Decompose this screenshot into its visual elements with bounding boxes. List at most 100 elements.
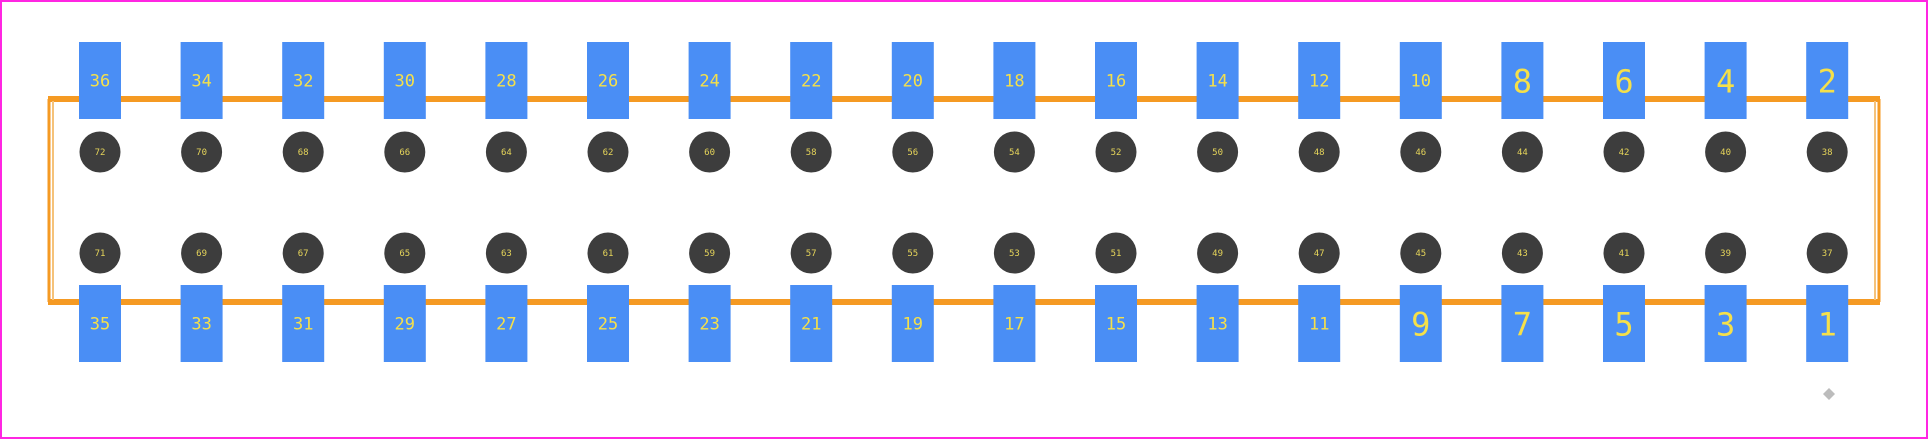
drill-hole [892, 232, 934, 274]
drill-hole [485, 131, 527, 173]
smd-pad-label: 8 [1513, 63, 1532, 101]
smd-pad-label: 13 [1207, 315, 1227, 335]
drill-hole [1603, 131, 1645, 173]
smd-pad [1095, 285, 1137, 362]
drill-hole-label: 39 [1720, 249, 1731, 259]
smd-pad [1704, 42, 1747, 119]
drill-hole-label: 57 [806, 249, 817, 259]
drill-hole-label: 68 [298, 148, 309, 158]
smd-pad [587, 42, 629, 119]
drill-hole-label: 58 [806, 148, 817, 158]
drill-hole-label: 44 [1517, 148, 1528, 158]
drill-hole [1400, 232, 1442, 274]
smd-pad-label: 24 [699, 72, 719, 92]
smd-pad [1603, 42, 1645, 119]
smd-pad [891, 42, 934, 119]
smd-pad-label: 27 [496, 315, 516, 335]
drill-hole [892, 131, 934, 173]
smd-pad [1399, 285, 1442, 362]
drill-hole-label: 41 [1619, 249, 1630, 259]
smd-pad-label: 34 [191, 72, 211, 92]
drill-hole-label: 67 [298, 249, 309, 259]
smd-pad-label: 19 [903, 315, 923, 335]
drill-hole [1298, 131, 1340, 173]
smd-pad-label: 12 [1309, 72, 1329, 92]
smd-pad [1501, 285, 1544, 362]
drill-hole-label: 71 [95, 249, 106, 259]
smd-pad-label: 32 [293, 72, 313, 92]
smd-pad [993, 285, 1036, 362]
drill-hole-label: 43 [1517, 249, 1528, 259]
smd-pad [1196, 285, 1239, 362]
smd-pad [1806, 285, 1849, 362]
smd-pad [282, 285, 325, 362]
drill-hole-label: 47 [1314, 249, 1325, 259]
smd-pad [891, 285, 934, 362]
smd-pad [1501, 42, 1544, 119]
drill-hole [790, 131, 832, 173]
drill-hole-label: 45 [1415, 249, 1426, 259]
smd-pad-label: 3 [1716, 306, 1735, 344]
drill-hole [790, 232, 832, 274]
smd-pad [1603, 285, 1645, 362]
drill-hole-label: 66 [399, 148, 410, 158]
smd-pad [282, 42, 325, 119]
smd-pad-label: 2 [1818, 63, 1837, 101]
drill-hole-label: 48 [1314, 148, 1325, 158]
drill-hole [1095, 232, 1137, 274]
smd-pad-label: 30 [395, 72, 415, 92]
smd-pad-label: 21 [801, 315, 821, 335]
smd-pad-label: 35 [90, 315, 110, 335]
drill-hole [1603, 232, 1645, 274]
smd-pad-label: 11 [1309, 315, 1329, 335]
drill-hole [1197, 232, 1239, 274]
drill-hole-label: 59 [704, 249, 715, 259]
drill-hole-label: 56 [907, 148, 918, 158]
smd-pad-label: 1 [1818, 306, 1837, 344]
smd-pad [1399, 42, 1442, 119]
drill-hole [384, 131, 426, 173]
drill-hole-label: 46 [1415, 148, 1426, 158]
smd-pad [1704, 285, 1747, 362]
drill-hole-label: 40 [1720, 148, 1731, 158]
drill-hole [282, 232, 324, 274]
smd-pad-label: 16 [1106, 72, 1126, 92]
smd-pad-label: 20 [903, 72, 923, 92]
drill-hole [993, 131, 1035, 173]
drill-hole-label: 52 [1111, 148, 1122, 158]
smd-pad-label: 31 [293, 315, 313, 335]
drill-hole [1806, 131, 1848, 173]
drill-hole-label: 63 [501, 249, 512, 259]
drill-hole-label: 38 [1822, 148, 1833, 158]
smd-pad [688, 42, 731, 119]
drill-hole [181, 232, 223, 274]
drill-hole-label: 61 [603, 249, 614, 259]
smd-pad [587, 285, 629, 362]
smd-pad-label: 18 [1004, 72, 1024, 92]
drill-hole-label: 50 [1212, 148, 1223, 158]
drill-hole-label: 72 [95, 148, 106, 158]
smd-pad-label: 33 [191, 315, 211, 335]
drill-hole [1298, 232, 1340, 274]
smd-pad [688, 285, 731, 362]
drill-hole-label: 65 [399, 249, 410, 259]
drill-hole-label: 60 [704, 148, 715, 158]
drill-hole-label: 37 [1822, 249, 1833, 259]
drill-hole [485, 232, 527, 274]
drill-hole [384, 232, 426, 274]
smd-pad-label: 15 [1106, 315, 1126, 335]
silkscreen-outline [47, 96, 1881, 305]
smd-pad [180, 42, 223, 119]
drill-hole-label: 64 [501, 148, 512, 158]
smd-pad-label: 26 [598, 72, 618, 92]
drill-hole [689, 131, 731, 173]
drill-hole-label: 54 [1009, 148, 1020, 158]
drill-hole [1197, 131, 1239, 173]
smd-pad-label: 9 [1411, 306, 1430, 344]
drill-hole [1501, 131, 1543, 173]
drill-hole [1806, 232, 1848, 274]
smd-pad [1196, 42, 1239, 119]
